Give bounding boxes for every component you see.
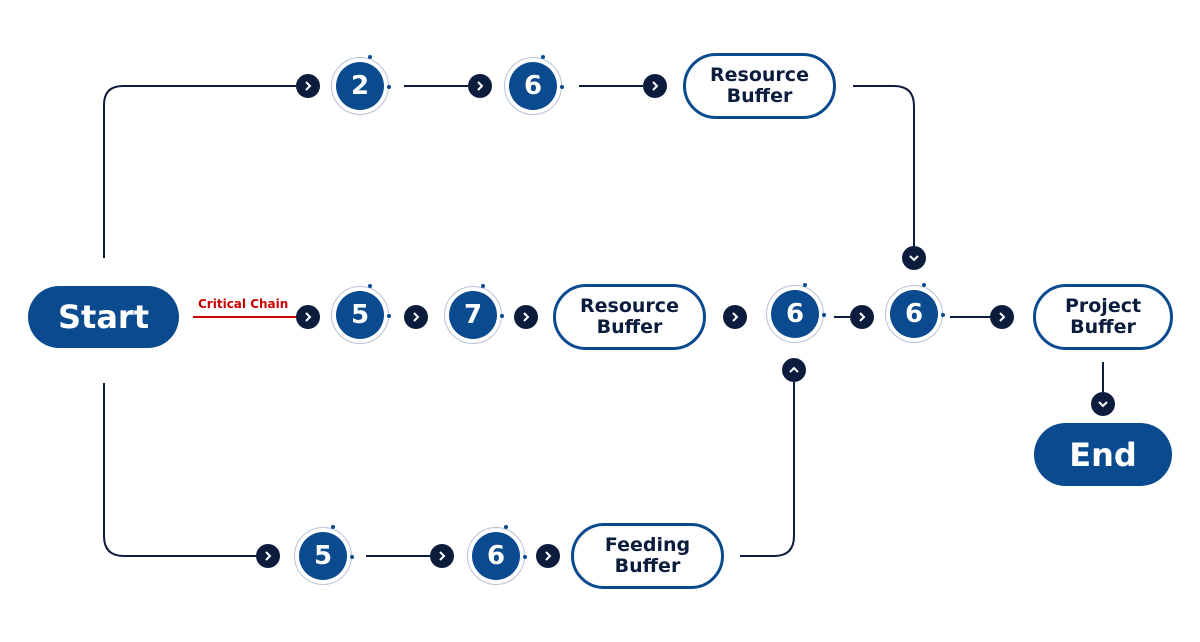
chevron-right-icon (990, 305, 1014, 329)
chevron-right-icon (723, 305, 747, 329)
chevron-right-icon (296, 305, 320, 329)
chevron-down-icon (902, 246, 926, 270)
task-node: 6 (766, 283, 826, 343)
task-number: 5 (299, 532, 347, 580)
task-number: 5 (336, 291, 384, 339)
resource-buffer-top: Resource Buffer (683, 53, 836, 119)
chevron-right-icon (643, 74, 667, 98)
buffer-label: Project Buffer (1064, 295, 1142, 338)
end-node: End (1034, 423, 1172, 486)
task-node: 6 (504, 55, 564, 115)
end-label: End (1069, 435, 1137, 474)
chevron-right-icon (850, 305, 874, 329)
task-number: 6 (509, 62, 557, 110)
chevron-up-icon (782, 358, 806, 382)
start-label: Start (57, 298, 149, 336)
task-node: 6 (885, 283, 945, 343)
chevron-down-icon (1091, 392, 1115, 416)
task-number: 6 (890, 290, 938, 338)
chevron-right-icon (468, 74, 492, 98)
resource-buffer-middle: Resource Buffer (553, 284, 706, 350)
task-node: 5 (294, 525, 354, 585)
chevron-right-icon (404, 305, 428, 329)
chevron-right-icon (514, 305, 538, 329)
chevron-right-icon (296, 74, 320, 98)
chevron-right-icon (256, 544, 280, 568)
feeding-buffer: Feeding Buffer (571, 523, 724, 589)
task-number: 6 (472, 532, 520, 580)
buffer-label: Resource Buffer (710, 64, 809, 107)
buffer-label: Feeding Buffer (604, 534, 691, 577)
critical-chain-label: Critical Chain (198, 297, 289, 311)
task-node: 7 (444, 284, 504, 344)
chevron-right-icon (430, 544, 454, 568)
buffer-label: Resource Buffer (580, 295, 679, 338)
start-node: Start (28, 286, 179, 348)
task-number: 2 (336, 62, 384, 110)
project-buffer: Project Buffer (1033, 284, 1173, 350)
task-node: 6 (467, 525, 527, 585)
task-node: 5 (331, 284, 391, 344)
task-node: 2 (331, 55, 391, 115)
task-number: 6 (771, 290, 819, 338)
task-number: 7 (449, 291, 497, 339)
chevron-right-icon (536, 544, 560, 568)
